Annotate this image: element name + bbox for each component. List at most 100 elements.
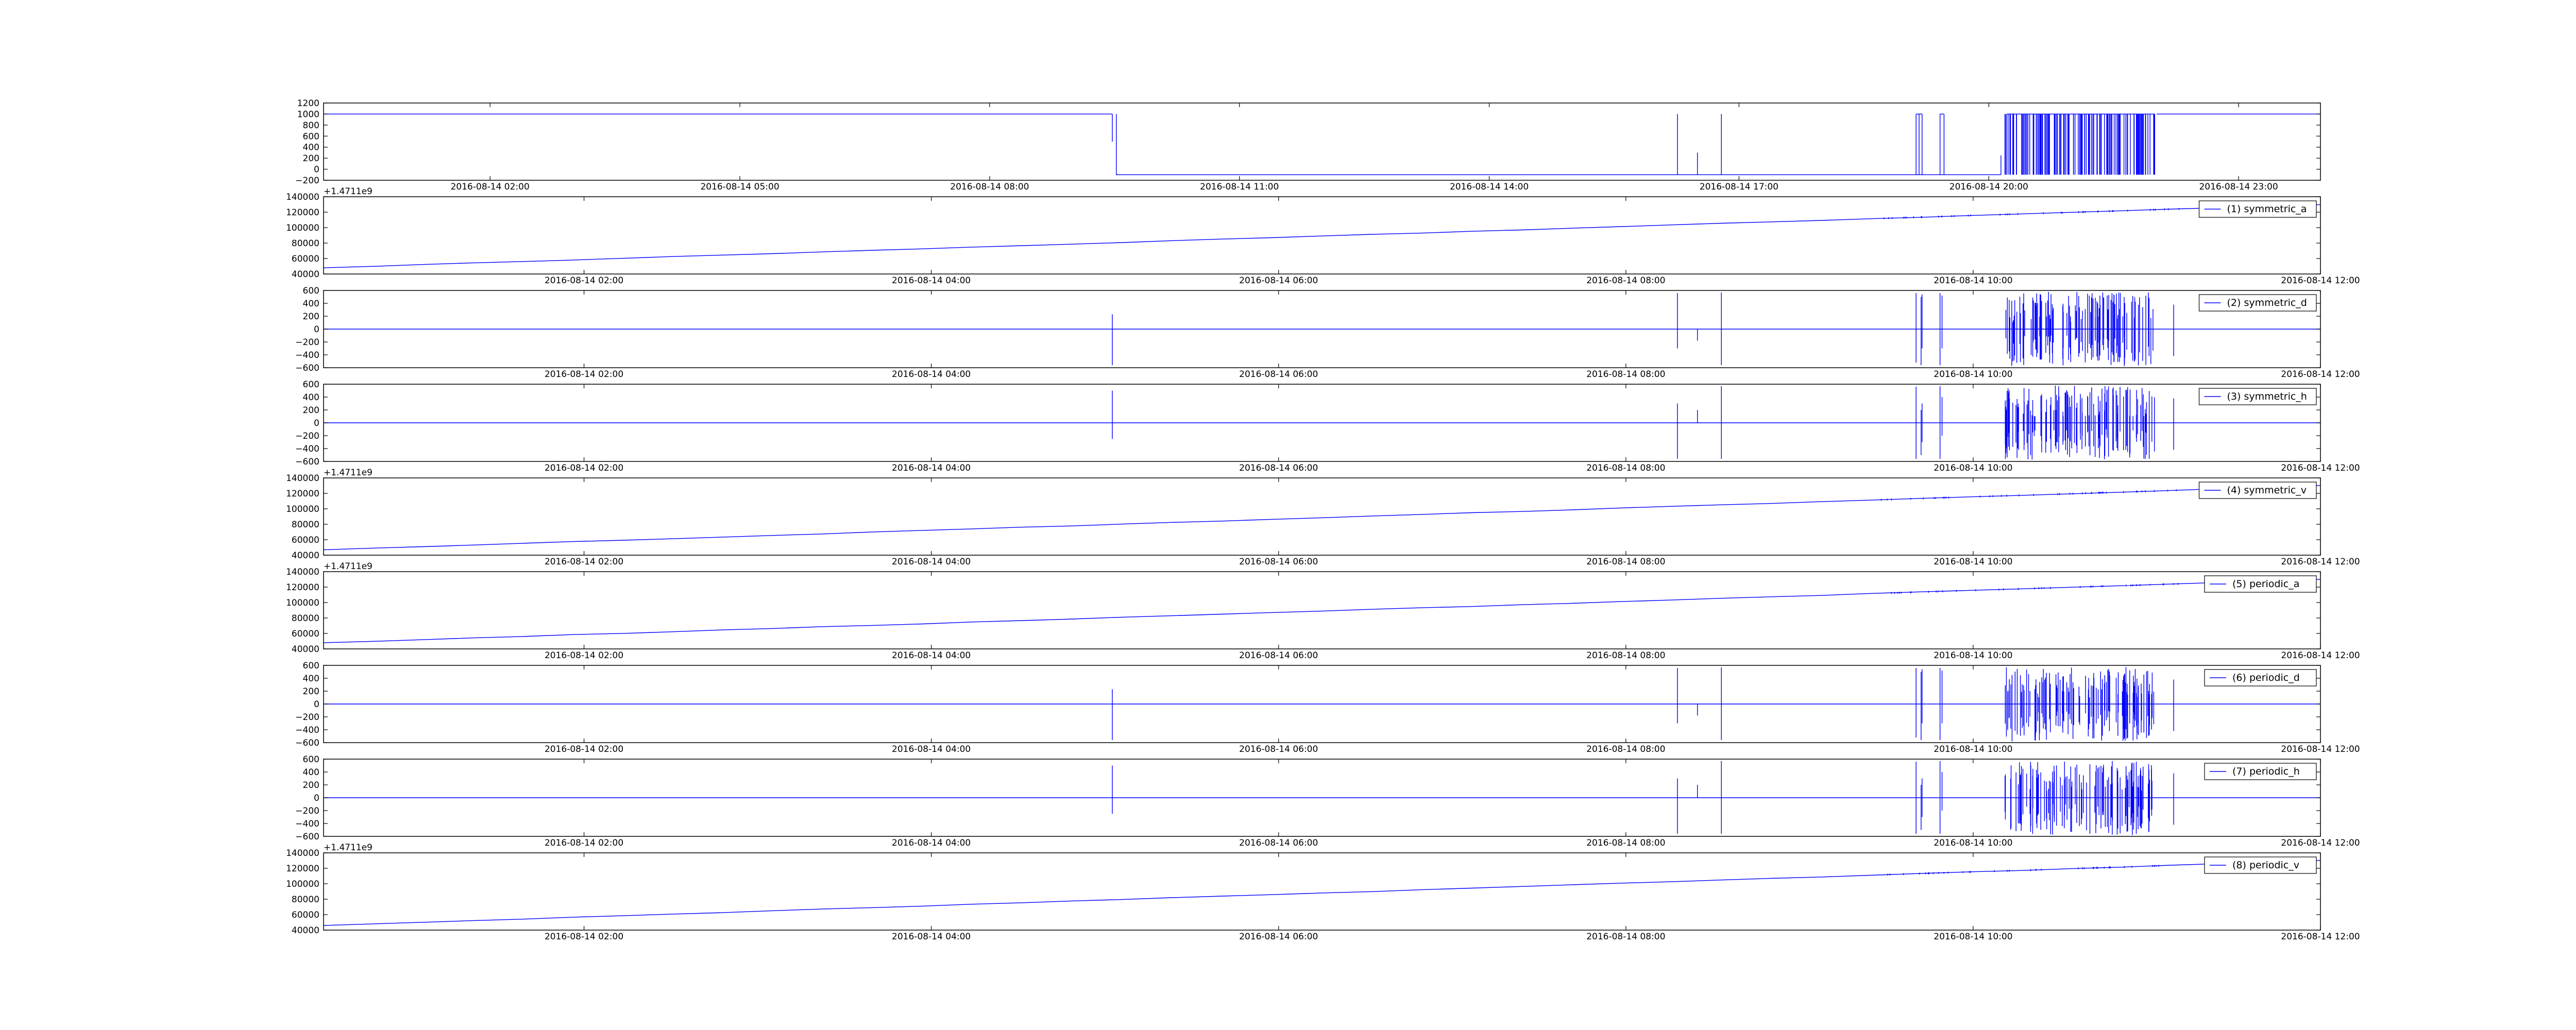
legend-label: (5) periodic_a (2232, 578, 2299, 590)
x-tick-label: 2016-08-14 02:00 (545, 557, 623, 567)
x-tick-label: 2016-08-14 12:00 (2281, 557, 2360, 567)
y-tick-label: 80000 (292, 613, 319, 624)
y-tick-label: 600 (303, 661, 319, 671)
x-tick-label: 2016-08-14 12:00 (2281, 650, 2360, 661)
y-tick-label: 80000 (292, 520, 319, 530)
series-line (324, 204, 2320, 268)
y-tick-label: 0 (314, 699, 319, 710)
y-tick-label: 40000 (292, 644, 319, 655)
x-tick-label: 2016-08-14 08:00 (1586, 369, 1665, 380)
y-tick-label: −200 (295, 806, 319, 816)
y-tick-label: 400 (303, 392, 319, 403)
axes-frame (323, 102, 2321, 181)
panel-1: 4000060000800001000001200001400002016-08… (286, 186, 2360, 286)
x-tick-label: 2016-08-14 08:00 (1586, 744, 1665, 754)
series-line (324, 291, 2320, 367)
legend-label: (3) symmetric_h (2227, 391, 2307, 402)
series-line (324, 579, 2320, 643)
y-tick-label: −600 (295, 457, 319, 467)
y-tick-label: −400 (295, 725, 319, 735)
x-tick-label: 2016-08-14 20:00 (1950, 182, 2028, 192)
x-tick-label: 2016-08-14 06:00 (1239, 276, 1318, 286)
y-tick-label: −600 (295, 738, 319, 748)
axes-frame (323, 852, 2321, 931)
y-tick-label: 600 (303, 380, 319, 390)
y-tick-label: 400 (303, 299, 319, 309)
x-tick-label: 2016-08-14 06:00 (1239, 932, 1318, 942)
x-tick-label: 2016-08-14 10:00 (1934, 650, 2012, 661)
x-tick-label: 2016-08-14 23:00 (2199, 182, 2278, 192)
y-tick-label: 600 (303, 131, 319, 142)
x-tick-label: 2016-08-14 10:00 (1934, 932, 2012, 942)
y-tick-label: −600 (295, 832, 319, 842)
offset-label: +1.4711e9 (324, 186, 372, 197)
y-tick-label: 60000 (292, 910, 319, 920)
y-tick-label: −200 (295, 712, 319, 723)
y-tick-label: 800 (303, 121, 319, 131)
x-tick-label: 2016-08-14 04:00 (892, 932, 971, 942)
x-tick-label: 2016-08-14 12:00 (2281, 932, 2360, 942)
x-tick-label: 2016-08-14 06:00 (1239, 744, 1318, 754)
y-tick-label: 80000 (292, 895, 319, 905)
legend-label: (2) symmetric_d (2227, 297, 2307, 308)
x-tick-label: 2016-08-14 06:00 (1239, 463, 1318, 473)
x-tick-label: 2016-08-14 02:00 (545, 276, 623, 286)
y-tick-label: 600 (303, 286, 319, 296)
x-tick-label: 2016-08-14 10:00 (1934, 744, 2012, 754)
y-tick-label: 100000 (286, 879, 319, 889)
y-tick-label: 140000 (286, 192, 319, 202)
x-tick-label: 2016-08-14 04:00 (892, 744, 971, 754)
x-tick-label: 2016-08-14 10:00 (1934, 838, 2012, 848)
x-tick-label: 2016-08-14 04:00 (892, 276, 971, 286)
y-tick-label: −200 (295, 337, 319, 348)
y-tick-label: 120000 (286, 489, 319, 499)
y-tick-label: 400 (303, 767, 319, 778)
series-line (324, 761, 2320, 835)
y-tick-label: 80000 (292, 238, 319, 249)
x-tick-label: 2016-08-14 10:00 (1934, 276, 2012, 286)
x-tick-label: 2016-08-14 12:00 (2281, 744, 2360, 754)
x-tick-label: 2016-08-14 06:00 (1239, 838, 1318, 848)
y-tick-label: 400 (303, 674, 319, 684)
offset-label: +1.4711e9 (324, 843, 372, 853)
x-tick-label: 2016-08-14 04:00 (892, 369, 971, 380)
y-tick-label: 100000 (286, 598, 319, 608)
x-tick-label: 2016-08-14 02:00 (545, 838, 623, 848)
series-line (324, 385, 2320, 460)
offset-label: +1.4711e9 (324, 561, 372, 572)
x-tick-label: 2016-08-14 10:00 (1934, 557, 2012, 567)
y-tick-label: 60000 (292, 535, 319, 545)
legend-label: (1) symmetric_a (2227, 203, 2307, 215)
panel-5: 4000060000800001000001200001400002016-08… (286, 561, 2360, 661)
axes-frame (323, 196, 2321, 274)
x-tick-label: 2016-08-14 17:00 (1700, 182, 1778, 192)
y-tick-label: 200 (303, 153, 319, 164)
y-tick-label: −400 (295, 444, 319, 454)
legend-label: (7) periodic_h (2232, 766, 2300, 777)
x-tick-label: 2016-08-14 10:00 (1934, 463, 2012, 473)
x-tick-label: 2016-08-14 11:00 (1200, 182, 1279, 192)
x-tick-label: 2016-08-14 12:00 (2281, 463, 2360, 473)
x-tick-label: 2016-08-14 08:00 (1586, 276, 1665, 286)
y-tick-label: 100000 (286, 223, 319, 233)
y-tick-label: 40000 (292, 925, 319, 936)
x-tick-label: 2016-08-14 12:00 (2281, 369, 2360, 380)
y-tick-label: −200 (295, 176, 319, 186)
axes-frame (323, 571, 2321, 649)
x-tick-label: 2016-08-14 06:00 (1239, 557, 1318, 567)
x-tick-label: 2016-08-14 02:00 (545, 650, 623, 661)
y-tick-label: −400 (295, 350, 319, 360)
x-tick-label: 2016-08-14 02:00 (545, 932, 623, 942)
y-tick-label: 140000 (286, 473, 319, 484)
offset-label: +1.4711e9 (324, 468, 372, 478)
y-tick-label: 400 (303, 143, 319, 153)
x-tick-label: 2016-08-14 05:00 (700, 182, 779, 192)
x-tick-label: 2016-08-14 10:00 (1934, 369, 2012, 380)
x-tick-label: 2016-08-14 04:00 (892, 650, 971, 661)
y-tick-label: 60000 (292, 629, 319, 639)
